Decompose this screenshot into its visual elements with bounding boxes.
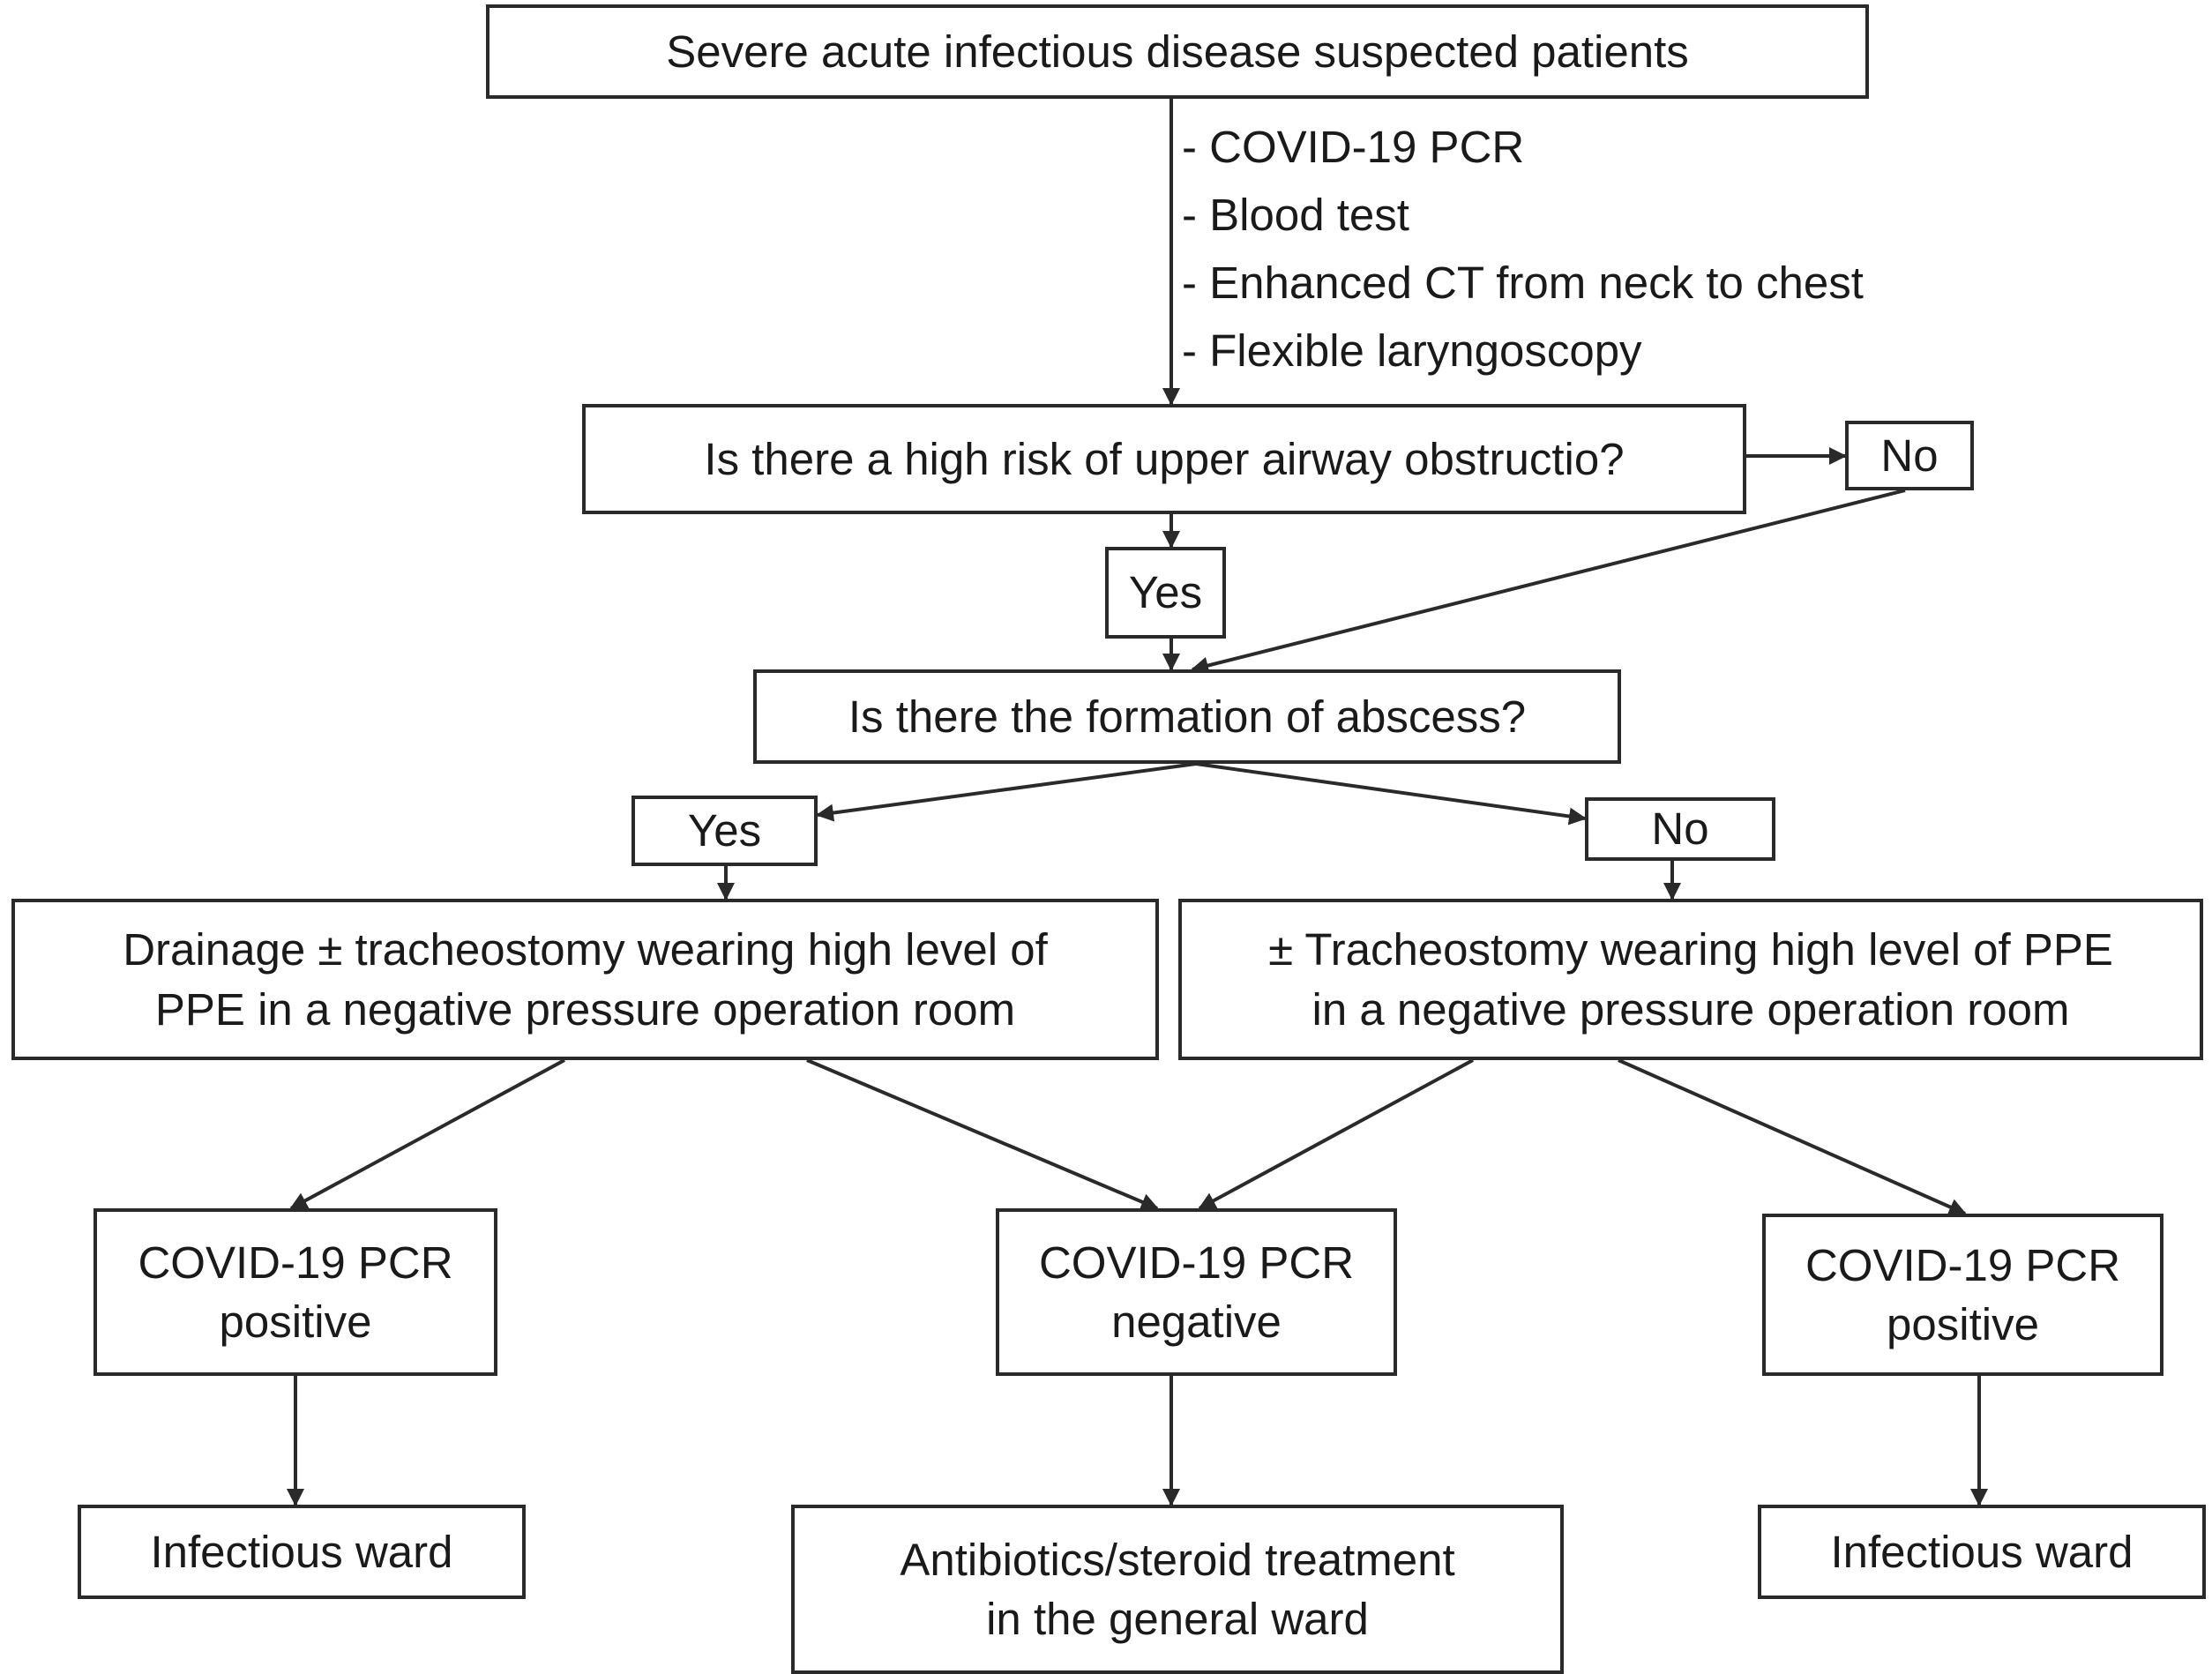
edge-drainage-to-pcr-neg xyxy=(806,1058,1159,1211)
yes-box-2: Yes xyxy=(631,796,818,866)
edge-no-to-abscess xyxy=(1191,489,1906,675)
general-ward-node: Antibiotics/steroid treatment in the gen… xyxy=(791,1505,1564,1674)
edge-tracheostomy-to-pcr-neg xyxy=(1198,1058,1474,1210)
general-ward-line-2: in the general ward xyxy=(986,1594,1369,1644)
infectious-ward-right-label: Infectious ward xyxy=(1830,1526,2134,1577)
start-label: Severe acute infectious disease suspecte… xyxy=(666,26,1689,77)
start-node: Severe acute infectious disease suspecte… xyxy=(486,4,1869,99)
drainage-line-1: Drainage ± tracheostomy wearing high lev… xyxy=(123,924,1048,975)
pcr-positive-left-line-2: positive xyxy=(219,1297,372,1347)
yes-label-2: Yes xyxy=(687,805,762,856)
no-box-1: No xyxy=(1845,421,1974,490)
pcr-positive-right: COVID-19 PCR positive xyxy=(1762,1214,2163,1376)
abscess-question: Is there the formation of abscess? xyxy=(753,669,1621,764)
pcr-negative: COVID-19 PCR negative xyxy=(996,1208,1397,1376)
edge-abscess-to-no xyxy=(1195,762,1587,826)
workup-item: - Enhanced CT from neck to chest xyxy=(1182,258,1864,308)
pcr-positive-left: COVID-19 PCR positive xyxy=(93,1208,497,1376)
yes-label-1: Yes xyxy=(1128,567,1203,618)
edge-abscess-to-yes xyxy=(816,762,1197,822)
yes-box-1: Yes xyxy=(1105,547,1226,639)
edge-tracheostomy-to-pcr-pos-right xyxy=(1618,1058,1967,1215)
pcr-negative-line-1: COVID-19 PCR xyxy=(1038,1237,1355,1288)
obstruction-question-label: Is there a high risk of upper airway obs… xyxy=(704,433,1625,484)
pcr-positive-right-line-2: positive xyxy=(1887,1299,2039,1349)
pcr-positive-right-line-1: COVID-19 PCR xyxy=(1805,1239,2121,1290)
infectious-ward-left-label: Infectious ward xyxy=(150,1526,453,1577)
pcr-positive-left-line-1: COVID-19 PCR xyxy=(138,1237,453,1288)
infectious-ward-right: Infectious ward xyxy=(1758,1505,2206,1599)
workup-item: - Flexible laryngoscopy xyxy=(1182,325,1642,376)
drainage-node: Drainage ± tracheostomy wearing high lev… xyxy=(11,899,1159,1060)
pcr-negative-line-2: negative xyxy=(1111,1297,1282,1347)
obstruction-question: Is there a high risk of upper airway obs… xyxy=(582,404,1746,514)
general-ward-line-1: Antibiotics/steroid treatment xyxy=(900,1534,1455,1585)
workup-item: - COVID-19 PCR xyxy=(1182,122,1525,172)
tracheostomy-node: ± Tracheostomy wearing high level of PPE… xyxy=(1178,899,2203,1060)
infectious-ward-left: Infectious ward xyxy=(78,1505,526,1599)
no-label-2: No xyxy=(1651,803,1709,855)
edge-drainage-to-pcr-pos-left xyxy=(289,1058,565,1210)
no-label-1: No xyxy=(1880,430,1939,481)
drainage-line-2: PPE in a negative pressure operation roo… xyxy=(154,983,1016,1035)
tracheostomy-line-1: ± Tracheostomy wearing high level of PPE xyxy=(1268,924,2113,975)
workup-item: - Blood test xyxy=(1182,190,1409,240)
abscess-question-label: Is there the formation of abscess? xyxy=(848,691,1527,742)
tracheostomy-line-2: in a negative pressure operation room xyxy=(1312,983,2070,1035)
no-box-2: No xyxy=(1585,797,1775,861)
workup-list: - COVID-19 PCR - Blood test - Enhanced C… xyxy=(1182,113,1864,385)
